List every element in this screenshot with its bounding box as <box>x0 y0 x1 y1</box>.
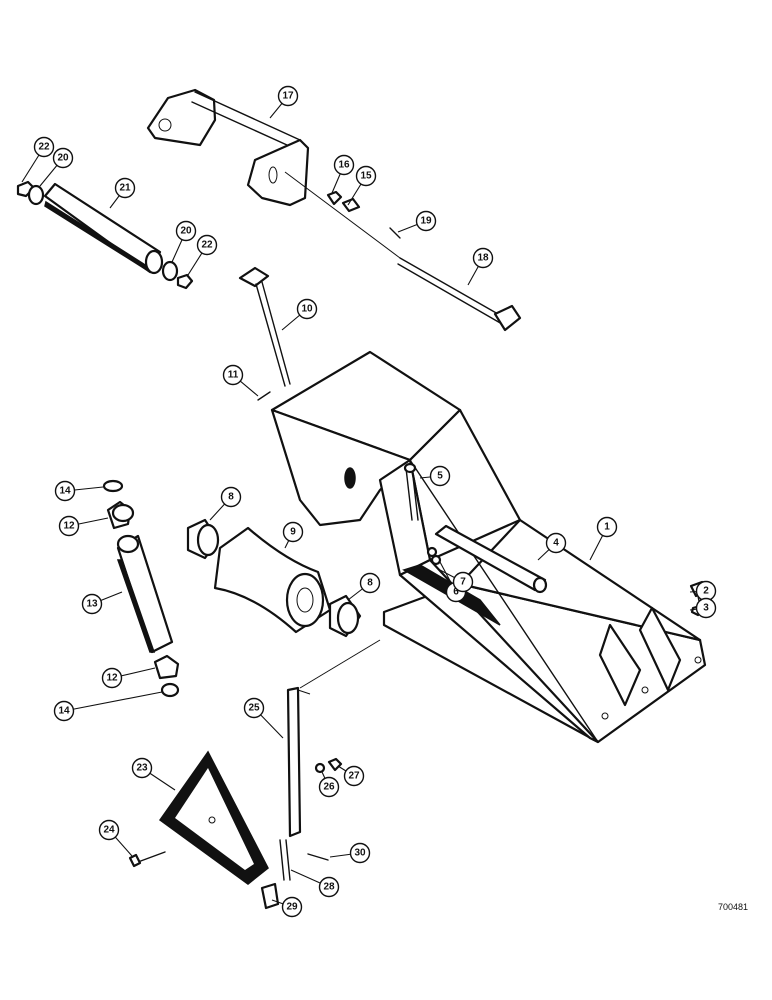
part-23-triangle-emblem <box>128 750 269 885</box>
callout-label-1: 1 <box>604 522 610 533</box>
callout-label-21: 21 <box>119 183 131 194</box>
callout-label-25: 25 <box>248 703 260 714</box>
callout-label-11: 11 <box>228 370 239 381</box>
callout-label-20: 20 <box>180 226 192 237</box>
callout-bubble <box>81 593 103 615</box>
callout-label-14: 14 <box>59 486 71 497</box>
callout-bubble <box>296 298 318 320</box>
callout-label-8: 8 <box>228 492 234 503</box>
callout-label-6: 6 <box>453 587 459 598</box>
part-25-bracket <box>286 639 381 838</box>
part-18-rod <box>284 171 522 332</box>
callout-label-8: 8 <box>367 578 373 589</box>
callout-bubble <box>452 571 474 593</box>
callout-bubble <box>343 765 365 787</box>
callout-bubble <box>33 136 55 158</box>
callout-label-17: 17 <box>282 91 294 102</box>
callout-label-16: 16 <box>338 160 350 171</box>
callout-bubble <box>222 364 244 386</box>
callout-label-28: 28 <box>323 882 335 893</box>
callout-label-7: 7 <box>460 577 466 588</box>
callout-label-14: 14 <box>58 706 70 717</box>
callout-label-18: 18 <box>477 253 489 264</box>
callout-label-2: 2 <box>703 586 709 597</box>
callout-bubble <box>54 480 76 502</box>
callout-bubble <box>333 154 355 176</box>
callout-label-22: 22 <box>201 240 213 251</box>
callout-bubble <box>53 700 75 722</box>
callout-bubble <box>277 85 299 107</box>
callout-bubble <box>58 515 80 537</box>
callout-label-9: 9 <box>290 527 296 538</box>
callout-label-26: 26 <box>323 782 335 793</box>
callout-label-27: 27 <box>348 771 360 782</box>
callout-leader <box>63 691 163 712</box>
callout-label-10: 10 <box>301 304 313 315</box>
callout-bubble <box>359 572 381 594</box>
callout-label-22: 22 <box>38 142 50 153</box>
callout-label-13: 13 <box>86 599 98 610</box>
callout-bubble <box>415 210 437 232</box>
callout-bubble <box>220 486 242 508</box>
callout-label-24: 24 <box>103 825 115 836</box>
callout-bubble <box>196 234 218 256</box>
callout-bubble <box>695 597 717 619</box>
callout-label-23: 23 <box>136 763 148 774</box>
callout-bubble <box>243 697 265 719</box>
part-28-spring <box>260 839 329 910</box>
part-9-roller <box>186 518 362 638</box>
part-13-sleeve <box>102 479 180 698</box>
callout-bubble <box>429 465 451 487</box>
callout-bubble <box>281 896 303 918</box>
callout-bubble <box>101 667 123 689</box>
callout-bubble <box>131 757 153 779</box>
callout-label-12: 12 <box>63 521 75 532</box>
callout-label-19: 19 <box>420 216 432 227</box>
callout-bubble <box>318 876 340 898</box>
callout-group: 1234567889101112121314141516171819202021… <box>21 85 717 918</box>
callout-bubble <box>349 842 371 864</box>
part-10-bolt <box>238 266 291 401</box>
callout-label-29: 29 <box>286 902 298 913</box>
callout-bubble <box>472 247 494 269</box>
callout-bubble <box>545 532 567 554</box>
callout-bubble <box>175 220 197 242</box>
callout-label-3: 3 <box>703 603 709 614</box>
part-5-bolt <box>403 462 442 566</box>
callout-bubble <box>114 177 136 199</box>
callout-bubble <box>282 521 304 543</box>
callout-label-5: 5 <box>437 471 443 482</box>
callout-bubble <box>52 147 74 169</box>
callout-label-4: 4 <box>553 538 559 549</box>
part-4-pin <box>434 524 548 594</box>
callout-bubble <box>355 165 377 187</box>
part-1-frame <box>270 350 707 744</box>
callout-label-15: 15 <box>360 171 372 182</box>
callout-bubble <box>596 516 618 538</box>
part-17-bracket <box>146 88 310 207</box>
callout-label-12: 12 <box>106 673 118 684</box>
part-21-tube-assembly <box>16 180 194 290</box>
drawing-number: 700481 <box>718 902 749 912</box>
callout-label-30: 30 <box>354 848 366 859</box>
callout-label-20: 20 <box>57 153 69 164</box>
callout-bubble <box>318 776 340 798</box>
callout-bubble <box>98 819 120 841</box>
